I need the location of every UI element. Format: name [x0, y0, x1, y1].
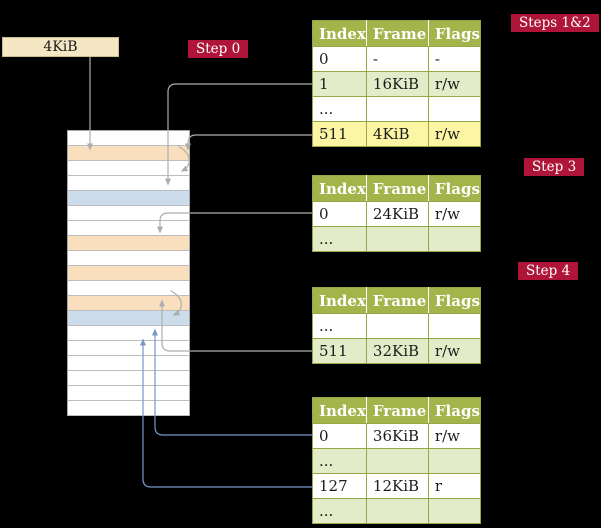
- memory-row-12: [68, 311, 189, 326]
- cell-index: 1: [312, 71, 367, 97]
- cell-flags: [427, 313, 481, 339]
- cell-index: 0: [312, 423, 367, 449]
- memory-row-2: [68, 161, 189, 176]
- cell-index: ...: [312, 448, 367, 474]
- table-row: ...: [312, 226, 481, 252]
- memory-row-15: [68, 356, 189, 371]
- memory-row-10: [68, 281, 189, 296]
- memory-row-16: [68, 371, 189, 386]
- column-header-frame: Frame: [365, 287, 429, 314]
- badge-step-3: Step 3: [524, 158, 585, 176]
- column-header-frame: Frame: [365, 20, 429, 47]
- column-header-index: Index: [312, 20, 367, 47]
- cell-frame: 36KiB: [365, 423, 429, 449]
- memory-row-7: [68, 236, 189, 251]
- cell-frame: [365, 448, 429, 474]
- cell-index: 127: [312, 473, 367, 499]
- cell-flags: r: [427, 473, 481, 499]
- memory-row-11: [68, 296, 189, 311]
- memory-row-13: [68, 326, 189, 341]
- table-row: 0--: [312, 46, 481, 72]
- cell-frame: 12KiB: [365, 473, 429, 499]
- cell-flags: r/w: [427, 423, 481, 449]
- table-row: ...: [312, 313, 481, 339]
- cell-frame: [365, 498, 429, 524]
- memory-column: [67, 130, 190, 416]
- cell-flags: [427, 448, 481, 474]
- table-row: ...: [312, 96, 481, 122]
- memory-row-8: [68, 251, 189, 266]
- column-header-flags: Flags: [427, 287, 481, 314]
- cr3-frame-label: 4KiB: [43, 39, 78, 55]
- table-row: ...: [312, 498, 481, 524]
- memory-row-14: [68, 341, 189, 356]
- column-header-index: Index: [312, 287, 367, 314]
- column-header-frame: Frame: [365, 175, 429, 202]
- table-row: ...: [312, 448, 481, 474]
- cell-index: 511: [312, 121, 367, 147]
- cell-frame: [365, 226, 429, 252]
- cr3-frame-box: 4KiB: [2, 37, 119, 57]
- cell-frame: 4KiB: [365, 121, 429, 147]
- column-header-flags: Flags: [427, 397, 481, 424]
- cell-flags: [427, 226, 481, 252]
- cell-frame: -: [365, 46, 429, 72]
- memory-row-1: [68, 146, 189, 161]
- column-header-frame: Frame: [365, 397, 429, 424]
- cell-flags: -: [427, 46, 481, 72]
- memory-row-0: [68, 131, 189, 146]
- column-header-index: Index: [312, 175, 367, 202]
- badge-step-4: Step 4: [518, 262, 579, 280]
- memory-row-6: [68, 221, 189, 236]
- memory-row-3: [68, 176, 189, 191]
- cell-frame: 16KiB: [365, 71, 429, 97]
- cell-flags: r/w: [427, 121, 481, 147]
- column-header-flags: Flags: [427, 175, 481, 202]
- cell-index: ...: [312, 96, 367, 122]
- cell-index: ...: [312, 313, 367, 339]
- memory-row-5: [68, 206, 189, 221]
- memory-row-4: [68, 191, 189, 206]
- cell-frame: 24KiB: [365, 201, 429, 227]
- column-header-flags: Flags: [427, 20, 481, 47]
- cell-flags: r/w: [427, 71, 481, 97]
- memory-row-18: [68, 401, 189, 416]
- memory-row-9: [68, 266, 189, 281]
- cell-frame: [365, 313, 429, 339]
- badge-step-0: Step 0: [188, 40, 249, 58]
- cell-index: 0: [312, 46, 367, 72]
- cell-flags: r/w: [427, 201, 481, 227]
- cell-flags: [427, 96, 481, 122]
- cell-index: 511: [312, 338, 367, 364]
- badge-steps-1-2: Steps 1&2: [511, 14, 599, 32]
- cell-index: ...: [312, 498, 367, 524]
- column-header-index: Index: [312, 397, 367, 424]
- cell-flags: r/w: [427, 338, 481, 364]
- cell-frame: [365, 96, 429, 122]
- cell-frame: 32KiB: [365, 338, 429, 364]
- table1-recursive-entry-arrow: [185, 134, 313, 151]
- cell-flags: [427, 498, 481, 524]
- cell-index: 0: [312, 201, 367, 227]
- cell-index: ...: [312, 226, 367, 252]
- memory-row-17: [68, 386, 189, 401]
